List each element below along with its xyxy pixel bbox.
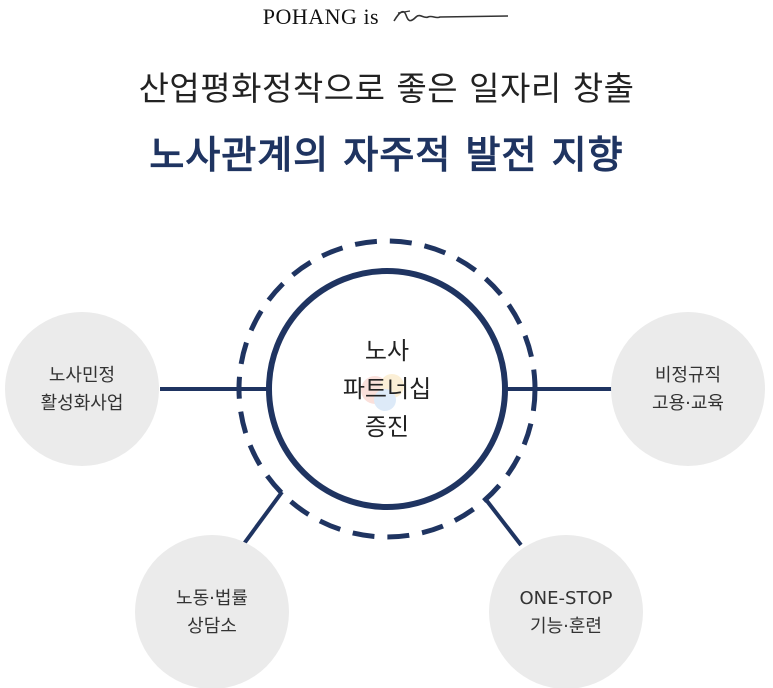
hub-ring (266, 268, 508, 510)
node-circle-bottom-right (489, 535, 643, 688)
hub-inner-fill (269, 271, 505, 507)
headline: 산업평화정착으로 좋은 일자리 창출 (138, 69, 635, 108)
node-circle-right (611, 312, 765, 466)
node-label-bottom-left: 노동·법률 상담소 (142, 585, 282, 641)
hub-line: 증진 (364, 413, 410, 441)
node-label-right: 비정규직 고용·교육 (618, 362, 758, 418)
node-line: 비정규직 (654, 365, 722, 386)
node-label-bottom-right: ONE-STOP 기능·훈련 (496, 585, 636, 641)
hub-label: 노사 파트너십 증진 (287, 332, 487, 446)
brand-text: POHANG is (262, 4, 380, 29)
node-circle-bottom-left (135, 535, 289, 688)
hub-dashed-ring (236, 238, 538, 540)
node-line: 노사민정 (48, 365, 116, 386)
node-line: 노동·법률 (176, 588, 248, 609)
node-line: 고용·교육 (652, 393, 724, 414)
connector-bottom-left (241, 490, 284, 547)
node-line: 상담소 (187, 616, 237, 637)
node-line: 활성화사업 (40, 393, 124, 414)
connector-bottom-right (485, 499, 523, 547)
node-circle-left (5, 312, 159, 466)
hub-line: 노사 (364, 337, 410, 365)
node-line: ONE-STOP (519, 588, 613, 609)
signature-icon (393, 10, 509, 22)
brand-header: POHANG is (0, 4, 773, 30)
subheadline: 노사관계의 자주적 발전 지향 (149, 133, 624, 177)
emblem-watermark-icon (361, 374, 404, 411)
hub-line: 파트너십 (342, 375, 432, 403)
node-label-left: 노사민정 활성화사업 (12, 362, 152, 418)
node-line: 기능·훈련 (530, 616, 602, 637)
